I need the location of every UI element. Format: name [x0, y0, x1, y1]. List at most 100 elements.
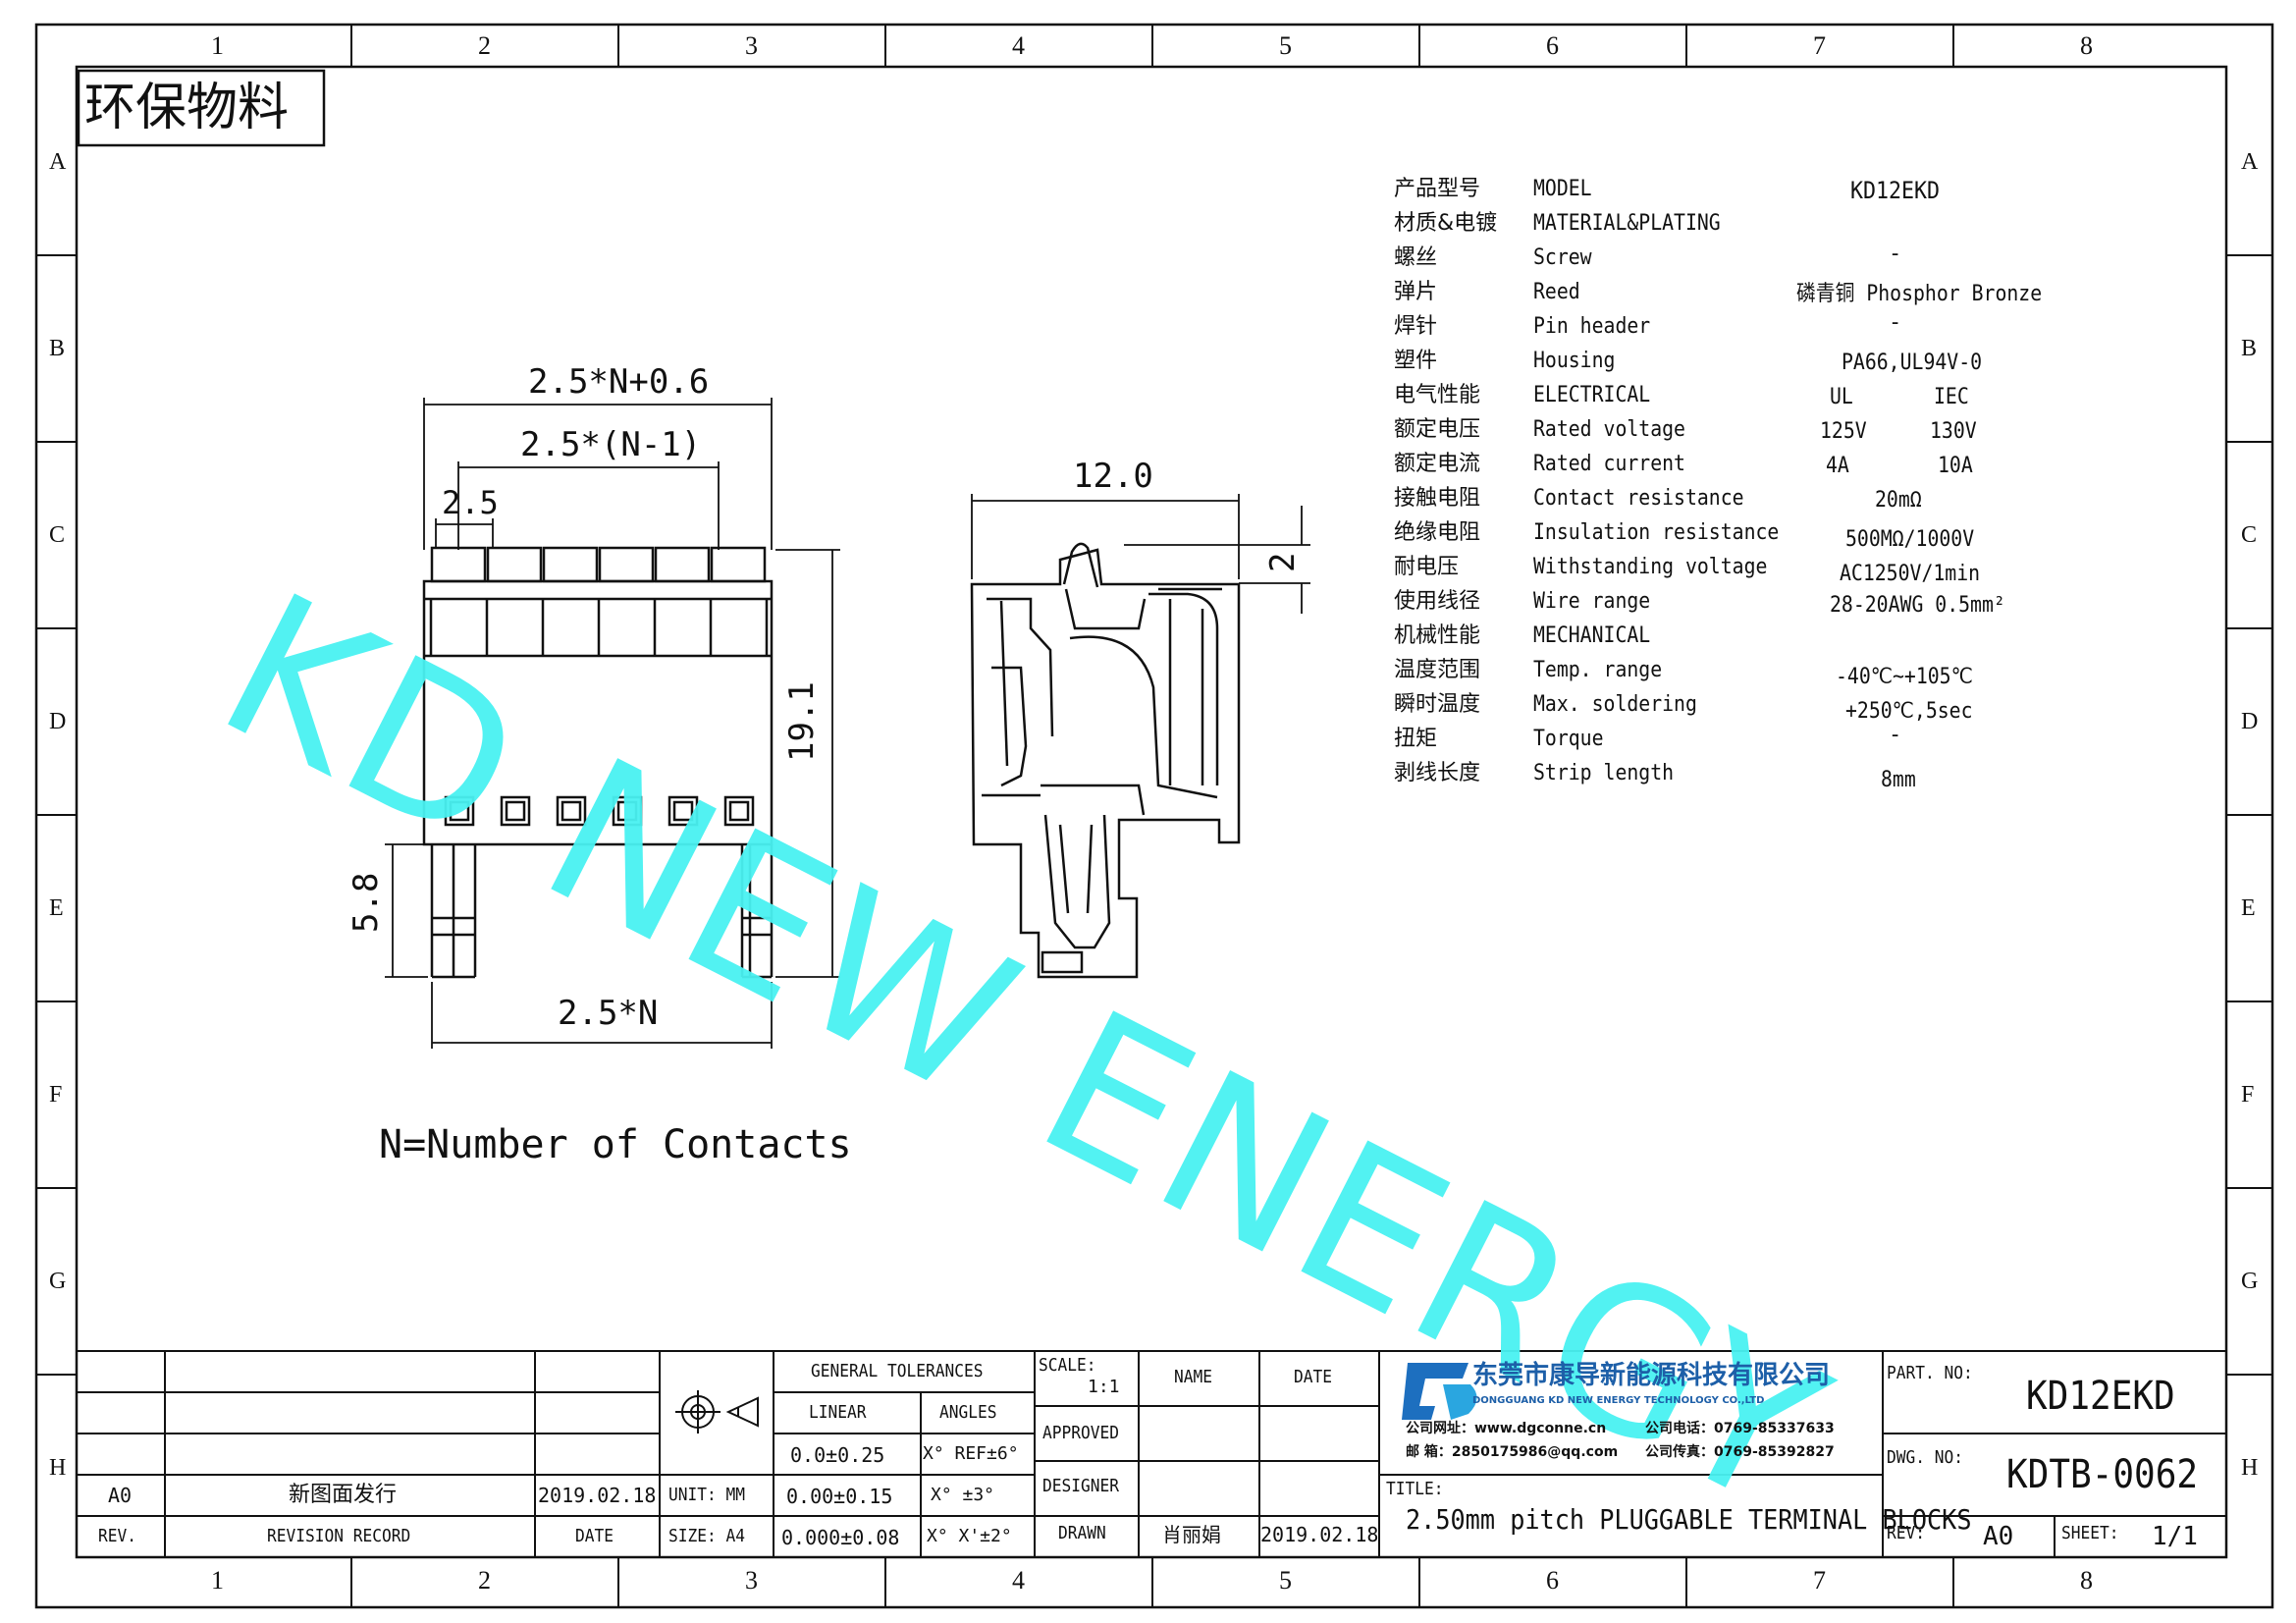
- eco-material-stamp: 环保物料: [84, 79, 290, 137]
- dim-side-width: 12.0: [1073, 457, 1153, 496]
- spec-cn: 耐电压: [1394, 555, 1460, 579]
- tolerance-angle-2: X° ±3°: [931, 1485, 995, 1505]
- col-label-3: 3: [745, 31, 758, 60]
- dim-base-width: 2.5*N: [558, 994, 659, 1033]
- company-fax: 公司传真：0769-85392827: [1645, 1444, 1835, 1460]
- tolerance-angle-1: X° REF±6°: [923, 1443, 1019, 1464]
- spec-en: Reed: [1533, 280, 1580, 304]
- spec-cn: 塑件: [1394, 349, 1438, 373]
- spec-v1: KD12EKD: [1850, 177, 1941, 204]
- col-label-7-bottom: 7: [1813, 1566, 1826, 1595]
- company-name-cn: 东莞市康导新能源科技有限公司: [1472, 1361, 1831, 1390]
- spec-cn: 使用线径: [1394, 589, 1481, 614]
- dim-overall-width: 2.5*N+0.6: [528, 362, 710, 402]
- rev-value: A0: [1983, 1522, 2014, 1551]
- spec-v1: -: [1889, 723, 1902, 747]
- col-label-8: 8: [2080, 31, 2093, 60]
- tolerance-angles: ANGLES: [939, 1402, 997, 1423]
- row-label-b: B: [49, 336, 66, 361]
- row-label-f: F: [49, 1082, 63, 1108]
- spec-cn: 接触电阻: [1394, 486, 1481, 511]
- spec-v1: AC1250V/1min: [1840, 562, 1981, 586]
- stamp-box: [77, 69, 326, 147]
- spec-cn: 剥线长度: [1394, 761, 1481, 785]
- spec-cn: 产品型号: [1394, 177, 1481, 201]
- spec-v1: +250℃,5sec: [1845, 699, 1973, 724]
- part-no-label: PART. NO:: [1887, 1363, 1973, 1383]
- spec-cn: 焊针: [1394, 314, 1438, 339]
- front-dims: [385, 398, 840, 1049]
- company-email: 邮 箱：2850175986@qq.com: [1406, 1444, 1619, 1460]
- row-label-c-right: C: [2241, 522, 2258, 548]
- size-label: SIZE: A4: [668, 1526, 746, 1546]
- spec-cn: 机械性能: [1394, 623, 1481, 648]
- row-label-h-right: H: [2241, 1455, 2259, 1481]
- company-website: 公司网址：www.dgconne.cn: [1406, 1421, 1607, 1436]
- spec-v1: -: [1889, 310, 1902, 335]
- spec-v1: -40℃~+105℃: [1836, 665, 1973, 689]
- title-label: TITLE:: [1386, 1479, 1444, 1499]
- spec-v2: 130V: [1930, 419, 1977, 444]
- dim-height: 19.1: [782, 681, 822, 762]
- spec-cn: 额定电流: [1394, 452, 1481, 476]
- row-label-f-right: F: [2241, 1082, 2255, 1108]
- row-label-g: G: [49, 1269, 67, 1294]
- spec-cn: 电气性能: [1394, 383, 1481, 407]
- spec-v1: 4A: [1826, 454, 1849, 478]
- spec-en: MODEL: [1533, 177, 1592, 201]
- row-label-h: H: [49, 1455, 67, 1481]
- spec-en: Screw: [1533, 245, 1592, 270]
- spec-en: Max. soldering: [1533, 692, 1697, 717]
- row-label-a-right: A: [2241, 149, 2259, 175]
- spec-en: Rated current: [1533, 452, 1685, 476]
- spec-en: MATERIAL&PLATING: [1533, 211, 1721, 236]
- spec-v2: 10A: [1938, 454, 1973, 478]
- spec-v1: PA66,UL94V-0: [1842, 351, 1983, 375]
- spec-en: Insulation resistance: [1533, 520, 1780, 545]
- spec-cn: 扭矩: [1394, 727, 1438, 751]
- row-label-b-right: B: [2241, 336, 2258, 361]
- row-label-d: D: [49, 709, 67, 734]
- signoff-date-header: DATE: [1294, 1367, 1333, 1387]
- grid-ticks: [36, 25, 2272, 1607]
- spec-v1: 磷青铜 Phosphor Bronze: [1796, 282, 2043, 306]
- dim-pin-length: 5.8: [347, 872, 386, 933]
- tolerance-linear: LINEAR: [809, 1402, 867, 1423]
- spec-cn: 材质&电镀: [1394, 211, 1498, 236]
- dim-pitch-span: 2.5*(N-1): [520, 425, 702, 464]
- signoff-drawn-name: 肖丽娟: [1162, 1523, 1221, 1546]
- spec-cn: 温度范围: [1394, 658, 1481, 682]
- spec-v1: -: [1889, 242, 1902, 266]
- tolerance-linear-1: 0.0±0.25: [790, 1443, 885, 1467]
- col-label-4: 4: [1012, 31, 1025, 60]
- projection-symbol: [675, 1390, 759, 1434]
- spec-v1: 28-20AWG 0.5mm²: [1830, 593, 2005, 618]
- spec-en: Temp. range: [1533, 658, 1663, 682]
- spec-cn: 瞬时温度: [1394, 692, 1481, 717]
- col-label-3-bottom: 3: [745, 1566, 758, 1595]
- spec-v1: 125V: [1820, 419, 1867, 444]
- spec-v1: 500MΩ/1000V: [1845, 527, 1975, 552]
- dwg-no-label: DWG. NO:: [1887, 1447, 1964, 1468]
- spec-v2: IEC: [1934, 385, 1969, 409]
- signoff-drawn-date: 2019.02.18: [1260, 1523, 1379, 1546]
- side-view: [970, 542, 1241, 979]
- company-phone: 公司电话：0769-85337633: [1645, 1421, 1835, 1436]
- col-label-1: 1: [211, 31, 224, 60]
- signoff-name-header: NAME: [1174, 1367, 1213, 1387]
- row-label-c: C: [49, 522, 66, 548]
- spec-en: MECHANICAL: [1533, 623, 1651, 648]
- drawing-title: 2.50mm pitch PLUGGABLE TERMINAL BLOCKS: [1406, 1503, 1972, 1536]
- revision-record: 新图面发行: [289, 1483, 398, 1507]
- spec-en: Torque: [1533, 727, 1604, 751]
- spec-cn: 额定电压: [1394, 417, 1481, 442]
- revision-rev: A0: [108, 1484, 133, 1507]
- unit-label: UNIT: MM: [668, 1485, 746, 1505]
- side-dims: [971, 494, 1310, 614]
- dim-pitch: 2.5: [442, 484, 499, 521]
- col-label-4-bottom: 4: [1012, 1566, 1025, 1595]
- dwg-no: KDTB-0062: [2006, 1452, 2199, 1497]
- spec-cn: 弹片: [1394, 280, 1438, 304]
